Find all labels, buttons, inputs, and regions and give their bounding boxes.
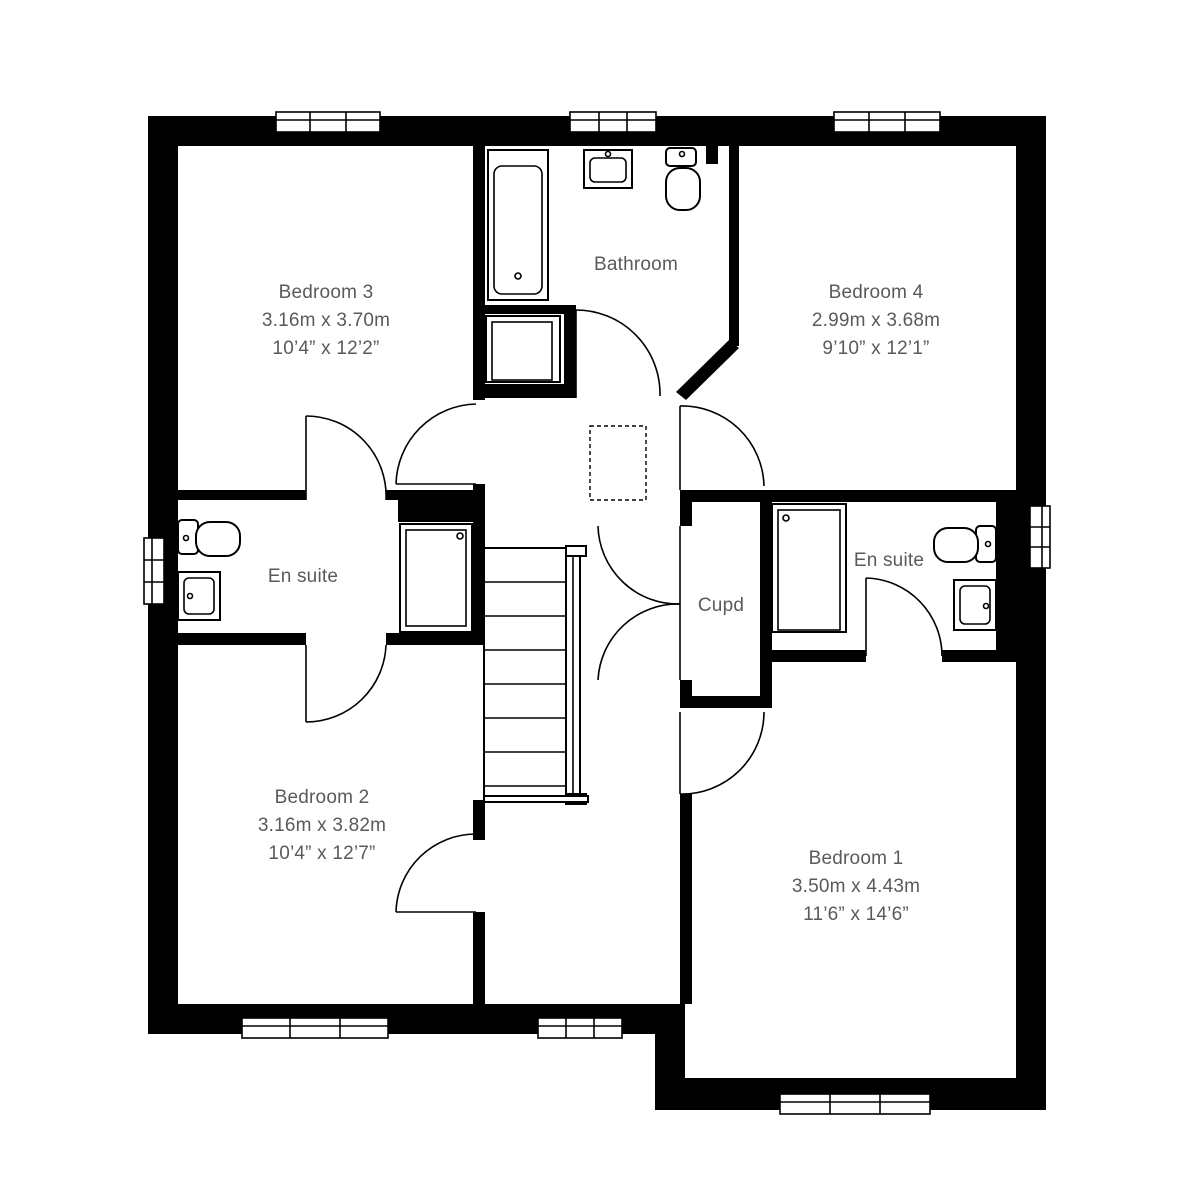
room-name: Bedroom 2 [275, 787, 370, 808]
window-bedroom4 [833, 111, 941, 133]
room-size-metric: 3.16m x 3.82m [258, 815, 386, 836]
room-bedroom1: Bedroom 1 3.50m x 4.43m 11’6” x 14’6” [792, 848, 920, 925]
room-size-metric: 3.50m x 4.43m [792, 876, 920, 897]
room-size-imperial: 11’6” x 14’6” [803, 904, 909, 925]
toilet-bathroom [665, 147, 701, 211]
door-bedroom1 [679, 711, 765, 795]
door-cupd-bottom [597, 603, 681, 681]
room-size-metric: 3.16m x 3.70m [262, 310, 390, 331]
room-size-metric: 2.99m x 3.68m [812, 310, 940, 331]
window-ensuite-right [1029, 505, 1051, 569]
room-name: En suite [854, 550, 924, 571]
window-landing [537, 1017, 623, 1039]
door-bedroom3 [395, 403, 477, 485]
room-bathroom: Bathroom [594, 254, 678, 275]
room-ensuite-left: En suite [268, 566, 338, 587]
room-name: En suite [268, 566, 338, 587]
window-bedroom2 [241, 1017, 389, 1039]
room-bedroom4: Bedroom 4 2.99m x 3.68m 9’10” x 12’1” [812, 282, 940, 359]
room-name: Bedroom 4 [829, 282, 924, 303]
doors [305, 309, 943, 913]
basin-ensuite-right [953, 579, 997, 631]
door-ensuite-left-bottom [305, 644, 387, 723]
room-name: Cupd [698, 595, 744, 616]
door-cupd-top [597, 525, 681, 605]
window-ensuite-left [143, 537, 165, 605]
room-size-imperial: 10’4” x 12’2” [272, 338, 379, 359]
room-name: Bedroom 1 [809, 848, 904, 869]
basin-ensuite-left [177, 571, 221, 621]
room-bedroom2: Bedroom 2 3.16m x 3.82m 10’4” x 12’7” [258, 787, 386, 864]
shower-ensuite-right [771, 503, 847, 633]
loft-hatch [589, 425, 647, 501]
room-size-imperial: 10’4” x 12’7” [268, 843, 375, 864]
window-bedroom1 [779, 1093, 931, 1115]
door-bedroom4 [679, 405, 765, 490]
door-bedroom2 [395, 833, 477, 913]
windows [143, 111, 1051, 1115]
shower-ensuite-left [399, 523, 473, 633]
airing-cupboard [485, 315, 561, 383]
room-name: Bedroom 3 [279, 282, 374, 303]
door-ensuite-left-top [305, 415, 387, 501]
room-size-imperial: 9’10” x 12’1” [822, 338, 929, 359]
toilet-ensuite-left [177, 519, 241, 557]
window-bathroom [569, 111, 657, 133]
interior-walls [178, 146, 1016, 1004]
door-bathroom [575, 309, 661, 398]
basin-bathroom [583, 149, 633, 189]
room-cupd: Cupd [698, 595, 744, 616]
window-bedroom3 [275, 111, 381, 133]
door-ensuite-right [865, 577, 943, 657]
toilet-ensuite-right [933, 525, 997, 563]
room-ensuite-right: En suite [854, 550, 924, 571]
bathtub-bathroom [487, 149, 549, 301]
room-bedroom3: Bedroom 3 3.16m x 3.70m 10’4” x 12’2” [262, 282, 390, 359]
stairs [483, 545, 589, 805]
room-name: Bathroom [594, 254, 678, 275]
